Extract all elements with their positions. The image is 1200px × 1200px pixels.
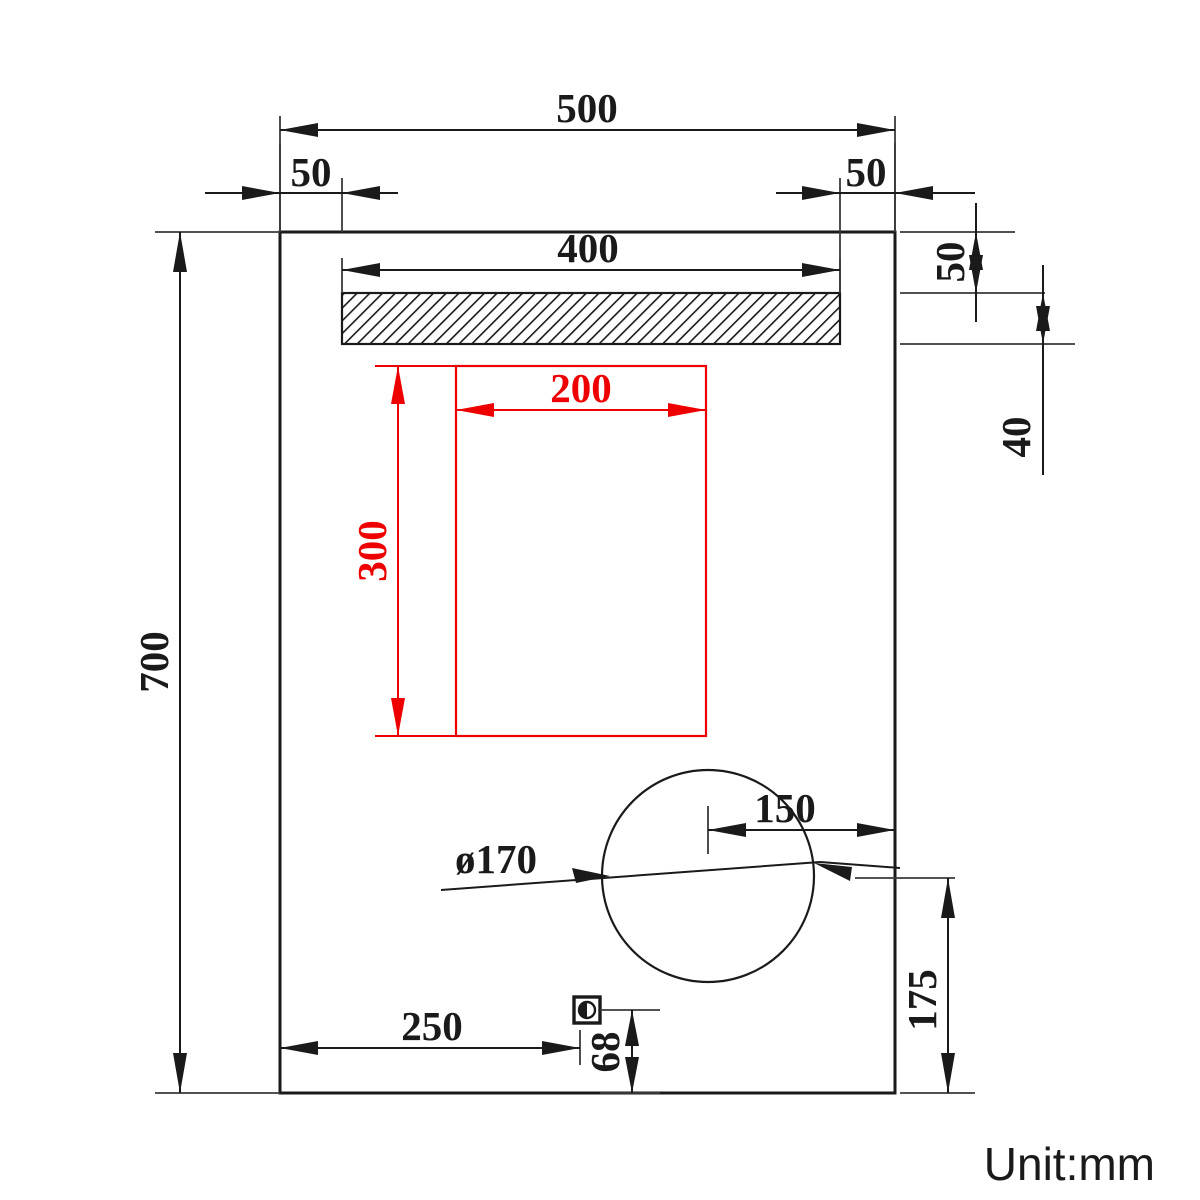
inner-panel — [454, 364, 708, 738]
light-bar — [340, 291, 842, 346]
dimension-left-margin: 50 — [205, 143, 398, 232]
sensor-symbol — [572, 995, 602, 1025]
dimension-sensor-offset-bottom: 68 — [582, 1009, 660, 1094]
unit-note: Unit:mm — [984, 1138, 1155, 1190]
dimension-label-68: 68 — [582, 1032, 628, 1073]
dimension-label-40: 40 — [993, 417, 1039, 458]
dimension-overall-height: 700 — [131, 231, 280, 1094]
dimension-label-left-50: 50 — [291, 149, 332, 195]
dimension-label-250: 250 — [401, 1003, 463, 1049]
dimension-light-bar-height: 40 — [900, 265, 1075, 475]
dimension-label-200: 200 — [550, 365, 612, 411]
dimension-label-700: 700 — [131, 631, 177, 693]
dimension-inner-width: 200 — [455, 365, 707, 420]
dimension-label-dia170: ø170 — [455, 836, 537, 882]
dimension-label-top-50: 50 — [927, 242, 973, 283]
dimension-center-to-bottom: 175 — [899, 878, 975, 1094]
dimension-sensor-offset-left: 250 — [280, 1003, 581, 1065]
dimension-label-300: 300 — [349, 520, 395, 582]
dimension-center-to-right: 150 — [707, 785, 895, 854]
dimension-label-150: 150 — [754, 785, 816, 831]
dimension-label-right-50: 50 — [846, 149, 887, 195]
panel-outline — [278, 230, 897, 1095]
dimension-top-offset: 50 — [900, 203, 1045, 322]
dimension-overall-width: 500 — [279, 85, 896, 232]
dimension-label-175: 175 — [899, 969, 945, 1031]
dimension-circle-diameter: ø170 — [440, 836, 955, 891]
dimension-label-400: 400 — [557, 225, 619, 271]
dimension-right-margin: 50 — [776, 143, 975, 293]
dimension-light-bar-width: 400 — [341, 225, 841, 293]
dimension-inner-height: 300 — [349, 365, 456, 737]
dimension-label-500: 500 — [556, 85, 618, 131]
